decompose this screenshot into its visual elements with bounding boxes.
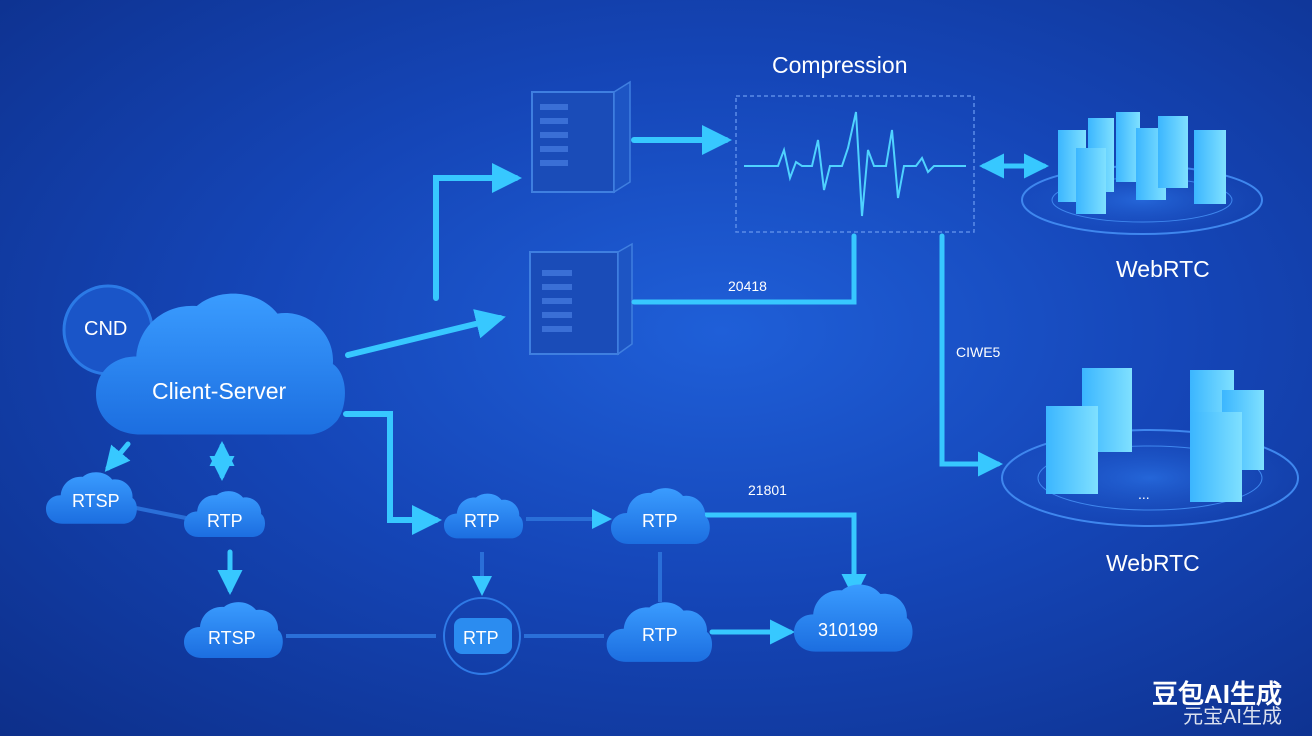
- server-box-top: [531, 80, 631, 194]
- flow-connectors-dim: [135, 506, 662, 638]
- value-label-ciwe5: CIWE5: [956, 344, 1001, 360]
- webrtc-cluster-top: [1021, 112, 1263, 235]
- connector-cloud-to-server-mid: [345, 309, 506, 358]
- connector-compression-to-webrtc-bottom: [939, 233, 1003, 477]
- node-rtp-right-top: RTP: [642, 511, 678, 531]
- node-rtp-right-bottom: RTP: [642, 625, 678, 645]
- connector-rtp-right-top-to-end: [691, 512, 867, 599]
- watermark-line1: 豆包AI生成: [1151, 679, 1282, 709]
- server-rack-icon: [1046, 368, 1264, 502]
- connector-compression-to-server-mid: [631, 233, 857, 305]
- node-final-value: 310199: [818, 620, 879, 640]
- cnd-label: CND: [84, 318, 128, 340]
- client-server-label: Client-Server: [152, 378, 287, 404]
- compression-label: Compression: [772, 52, 908, 78]
- node-rtp-mid-top: RTP: [464, 511, 500, 531]
- cloud-rtp-mid-bottom: [443, 597, 521, 675]
- compression-panel: [735, 95, 975, 233]
- webrtc-cluster-bottom: [1001, 368, 1299, 527]
- node-rtp-mid-bottom: RTP: [463, 628, 499, 648]
- node-rtp-left: RTP: [207, 511, 243, 531]
- value-label-20418: 20418: [728, 278, 767, 294]
- node-rtsp-bottom: RTSP: [208, 628, 256, 648]
- flow-connectors: [104, 125, 1049, 645]
- ellipsis-label: ...: [1138, 486, 1150, 502]
- server-rack-icon: [1058, 112, 1226, 214]
- connector-cloud-to-rtsp-left: [104, 441, 131, 472]
- node-rtsp-left: RTSP: [72, 491, 120, 511]
- connector-up-to-server-top: [433, 163, 522, 301]
- compression-waveform: [744, 111, 966, 217]
- server-box-middle: [529, 242, 633, 356]
- watermark-line2: 元宝AI生成: [1183, 706, 1282, 728]
- connector-cloud-to-rtp-mid: [343, 411, 442, 535]
- value-label-21801: 21801: [748, 482, 787, 498]
- webrtc-top-label: WebRTC: [1116, 256, 1210, 282]
- cloud-final: [794, 584, 913, 652]
- webrtc-bottom-label: WebRTC: [1106, 550, 1200, 576]
